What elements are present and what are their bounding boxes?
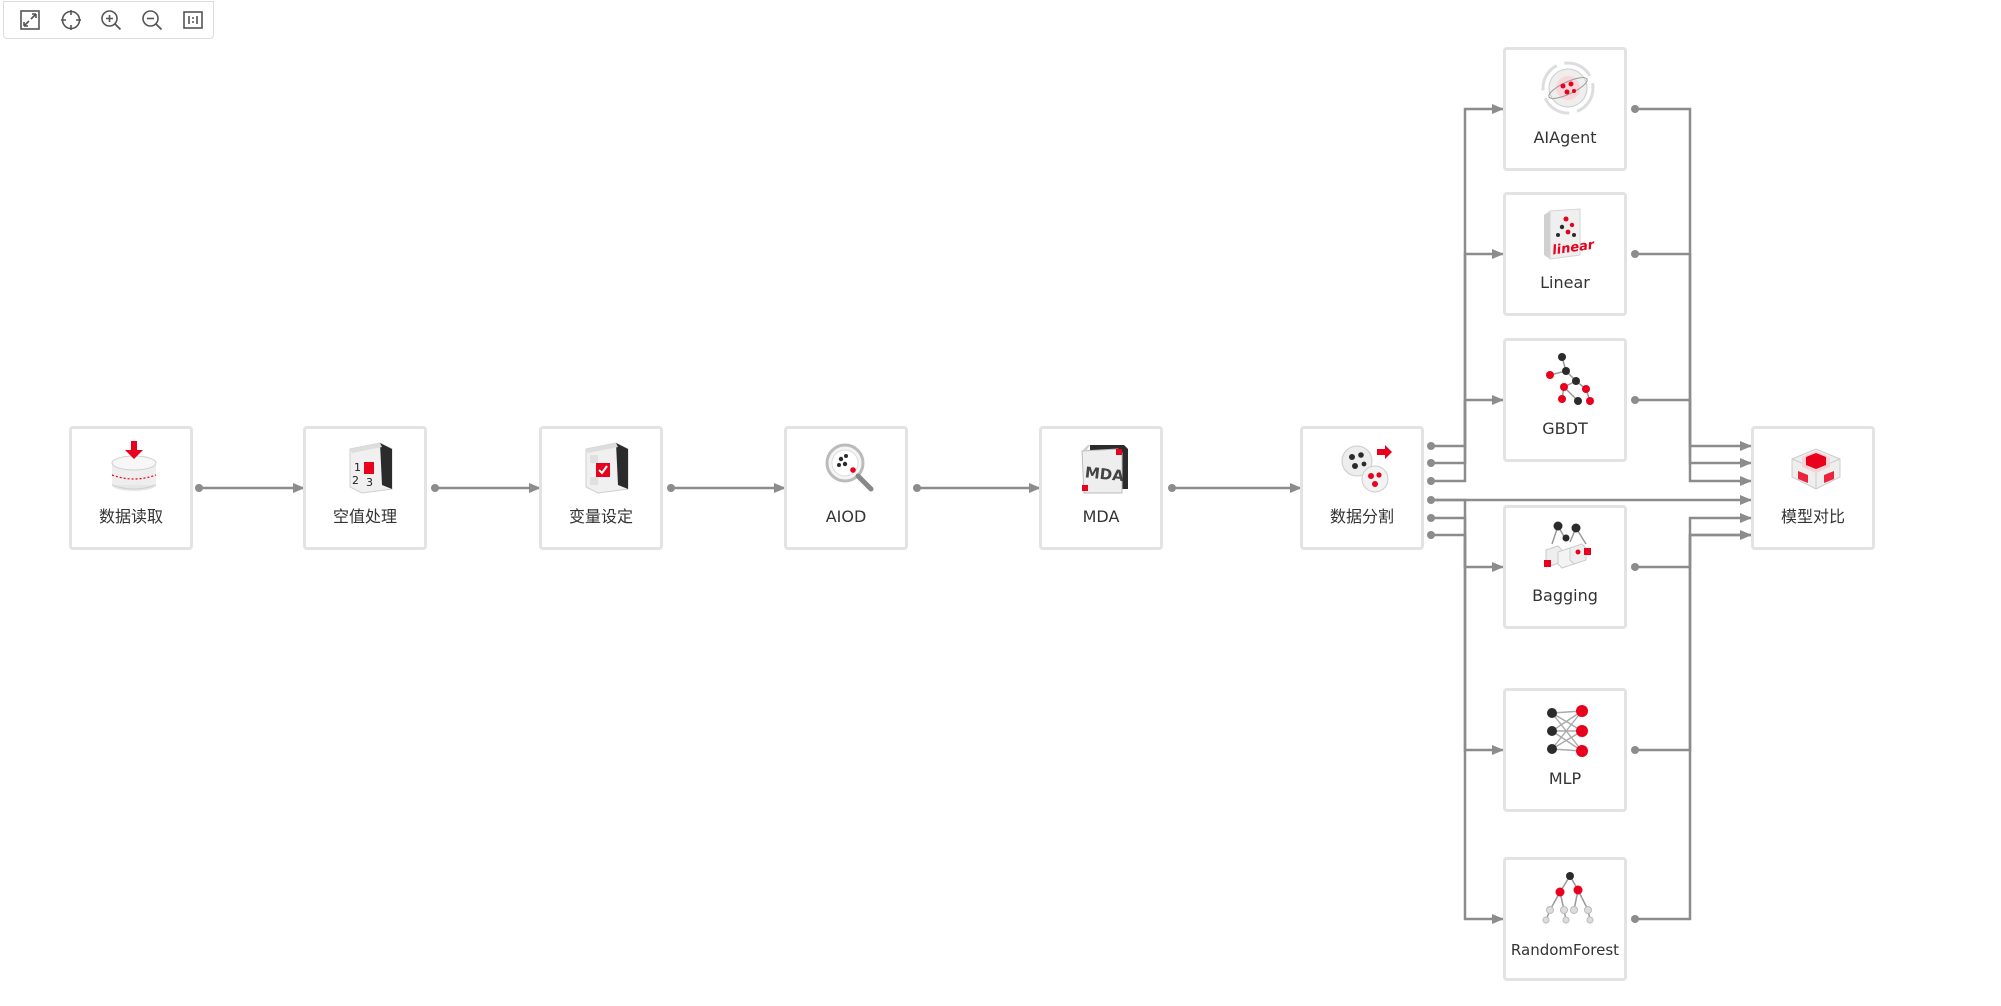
edge-gbdt-compare[interactable] xyxy=(1635,398,1752,486)
node-mda[interactable]: MDA MDA xyxy=(1039,426,1163,550)
edge-split-aiagent[interactable] xyxy=(1431,104,1504,448)
data-split-icon xyxy=(1341,445,1392,493)
zoom-in-button[interactable] xyxy=(91,2,132,38)
node-random-forest[interactable]: RandomForest xyxy=(1503,857,1627,981)
edge-split-mlp[interactable] xyxy=(1431,516,1504,755)
variable-check-cube-icon xyxy=(585,442,629,494)
node-label: AIOD xyxy=(825,507,867,526)
node-variable-setting[interactable]: 变量设定 xyxy=(539,426,663,550)
node-label: 空值处理 xyxy=(332,507,397,526)
zoom-out-icon xyxy=(142,10,163,31)
fit-view-icon xyxy=(20,10,41,30)
node-label: 变量设定 xyxy=(568,507,633,526)
edge-split-bagging[interactable] xyxy=(1431,498,1504,572)
edge-linear-compare[interactable] xyxy=(1635,252,1752,468)
canvas-toolbar xyxy=(3,1,214,39)
svg-text:2: 2 xyxy=(352,474,359,487)
node-model-compare[interactable]: 模型对比 xyxy=(1751,426,1875,550)
node-aiod[interactable]: AIOD xyxy=(784,426,908,550)
node-gbdt[interactable]: GBDT xyxy=(1503,338,1627,462)
model-compare-cube-icon xyxy=(1791,448,1841,490)
node-label: MDA xyxy=(1082,507,1120,526)
node-label: GBDT xyxy=(1542,419,1588,438)
actual-size-button[interactable] xyxy=(172,2,213,38)
node-aiagent[interactable]: AIAgent xyxy=(1503,47,1627,171)
fit-view-button[interactable] xyxy=(10,2,51,38)
node-label: MLP xyxy=(1548,769,1582,788)
svg-text:1: 1 xyxy=(354,461,361,474)
agent-orbit-icon xyxy=(1541,61,1595,115)
node-data-read[interactable]: 数据读取 xyxy=(69,426,193,550)
actual-size-icon xyxy=(182,11,203,29)
edge-split-rf[interactable] xyxy=(1431,533,1504,924)
node-label: 数据分割 xyxy=(1329,507,1394,526)
edge-split-gbdt[interactable] xyxy=(1431,395,1504,483)
bagging-tree-icon xyxy=(1544,521,1591,569)
edge-rf-compare[interactable] xyxy=(1635,533,1751,921)
node-label: AIAgent xyxy=(1533,128,1597,147)
node-label: 模型对比 xyxy=(1780,507,1845,526)
node-bagging[interactable]: Bagging xyxy=(1503,505,1627,629)
linear-scatter-icon: linear xyxy=(1544,208,1596,260)
mda-box-icon: MDA xyxy=(1081,445,1128,494)
center-view-button[interactable] xyxy=(51,2,92,38)
neural-network-icon xyxy=(1547,705,1588,757)
node-linear[interactable]: linear Linear xyxy=(1503,192,1627,316)
null-value-cube-icon: 1 2 3 xyxy=(349,442,393,494)
gbdt-tree-icon xyxy=(1546,353,1594,405)
edge-bagging-compare[interactable] xyxy=(1635,513,1752,569)
zoom-out-button[interactable] xyxy=(132,2,173,38)
database-download-icon xyxy=(111,441,157,491)
edge-split-linear[interactable] xyxy=(1431,249,1504,465)
edge-aiagent-compare[interactable] xyxy=(1635,107,1752,451)
svg-text:MDA: MDA xyxy=(1084,463,1125,485)
node-label: Bagging xyxy=(1532,586,1598,605)
random-forest-icon xyxy=(1542,872,1594,924)
node-label: RandomForest xyxy=(1510,941,1620,959)
node-null-handling[interactable]: 1 2 3 空值处理 xyxy=(303,426,427,550)
svg-text:3: 3 xyxy=(366,476,373,489)
magnifier-dots-icon xyxy=(825,443,874,492)
node-label: 数据读取 xyxy=(98,507,163,526)
center-target-icon xyxy=(60,10,81,30)
node-mlp[interactable]: MLP xyxy=(1503,688,1627,812)
zoom-in-icon xyxy=(101,10,122,31)
svg-text:linear: linear xyxy=(1551,237,1596,258)
node-label: Linear xyxy=(1540,273,1590,292)
node-data-split[interactable]: 数据分割 xyxy=(1300,426,1424,550)
